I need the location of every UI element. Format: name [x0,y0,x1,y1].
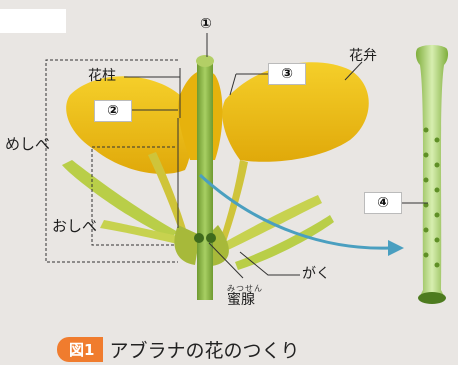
figure-caption: 図1 アブラナの花のつくり [57,336,300,362]
blank-box [0,9,66,33]
right-stamen-2 [235,215,334,270]
marker-3: ③ [268,63,306,85]
label-nectary: 蜜腺 [227,292,255,308]
sepal-left [174,225,200,265]
left-petal [66,76,192,174]
marker-2: ② [94,100,132,122]
label-pistil: めしべ [5,135,51,153]
left-stamen-1 [62,160,178,238]
label-nectary-reading: みつせん [227,284,263,293]
figure-title: アブラナの花のつくり [109,339,300,362]
arrow-head [388,240,404,256]
arrow-line [198,173,391,250]
stigma [196,55,214,67]
right-petal [222,62,369,162]
ovary-pod [415,45,449,302]
left-stamen-2 [100,220,183,245]
label-petal: 花弁 [349,48,377,64]
marker-1: ① [200,16,212,32]
label-stamen: おしべ [52,217,98,235]
stamen-bracket [91,146,175,246]
label-sepal: がく [302,266,330,282]
figure-badge: 図1 [57,336,104,362]
marker-4: ④ [364,192,402,214]
pistil-bracket [45,59,178,263]
label-style: 花柱 [88,68,116,84]
